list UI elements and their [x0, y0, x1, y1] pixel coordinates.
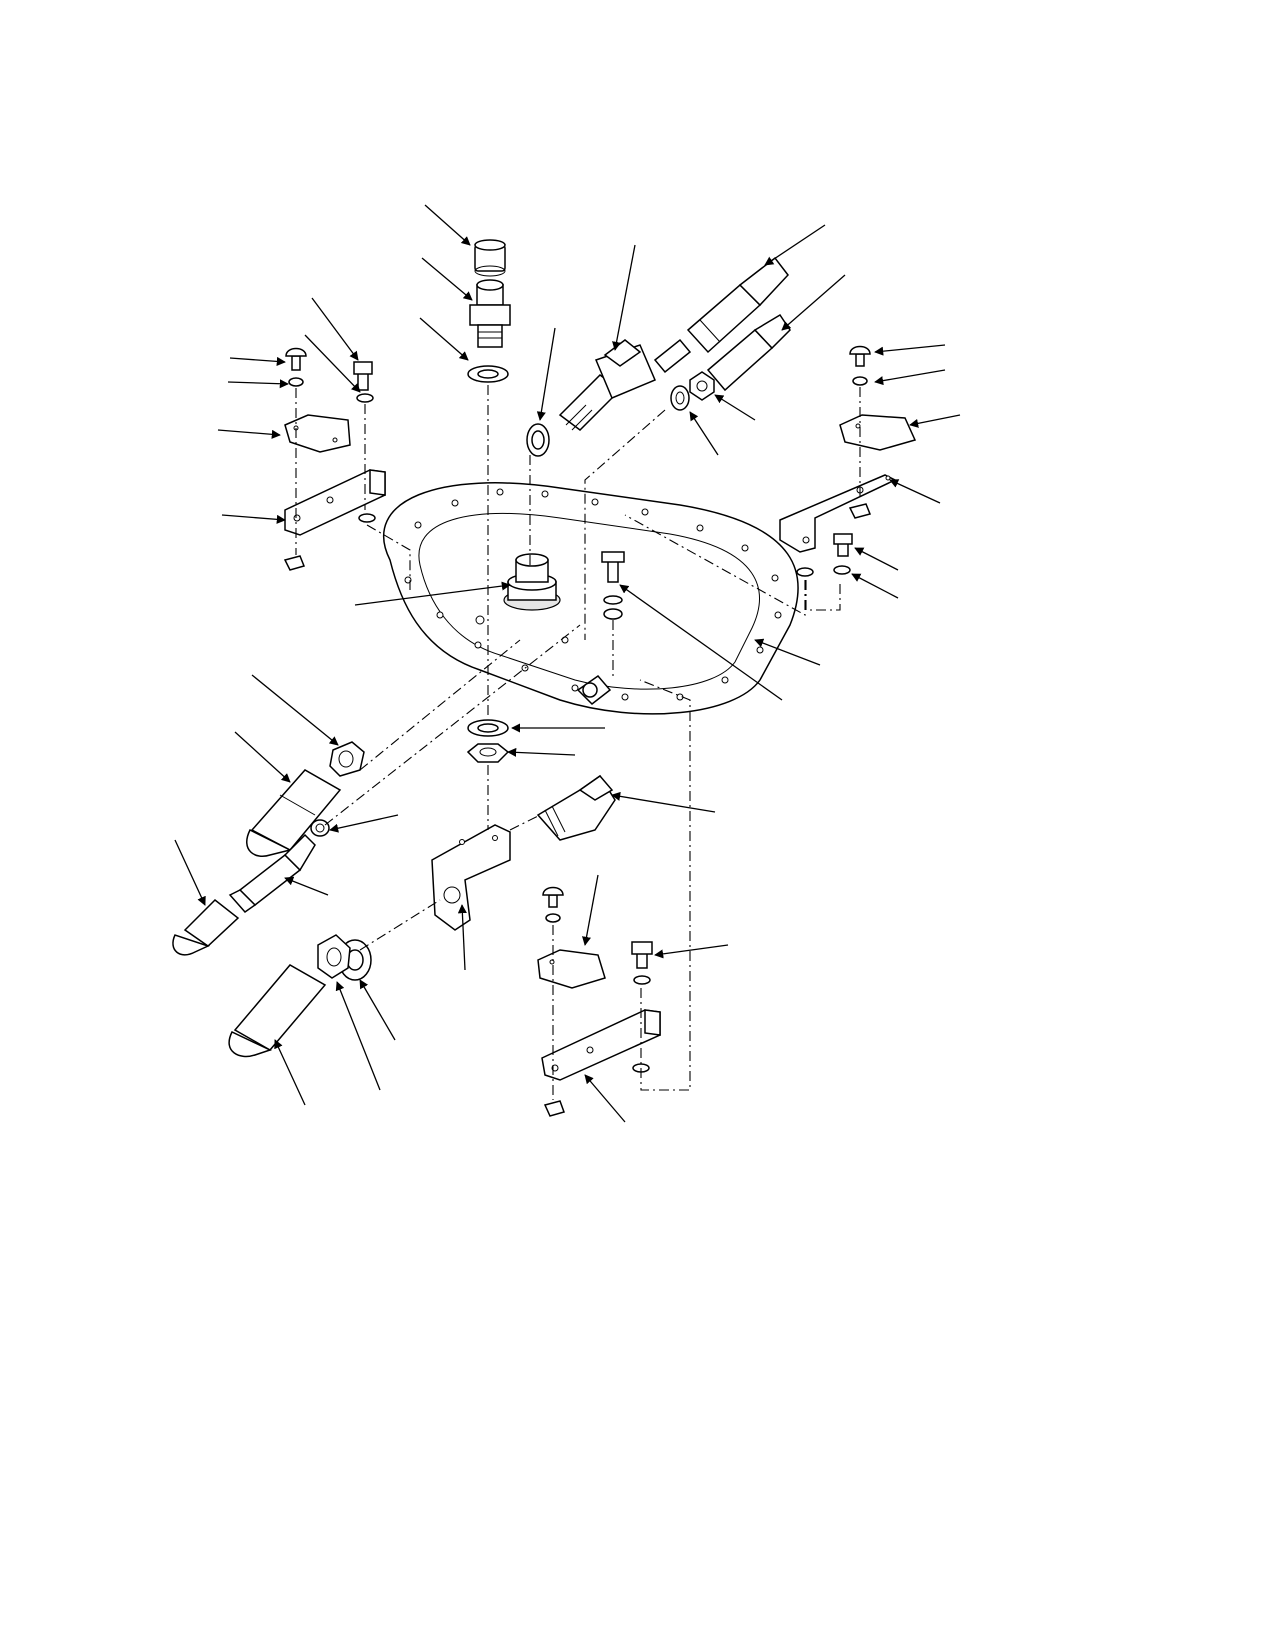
upper-right-bolt [833, 533, 853, 557]
lower-mounting-bracket [431, 824, 511, 931]
upper-right-screw-washer [852, 376, 868, 386]
upper-left-gasket [284, 414, 351, 453]
access-cover-plate [383, 482, 799, 715]
upper-left-screw-washer [288, 377, 304, 387]
upper-left-nutplate [283, 555, 306, 571]
lower-center-washer [467, 719, 509, 737]
lower-bracket [541, 1009, 661, 1081]
elbow-fitting [536, 774, 616, 841]
center-pickup-fitting [503, 553, 561, 611]
left-check-valve [228, 833, 316, 913]
top-right-washer [670, 385, 690, 411]
lower-screw-washer [545, 913, 561, 923]
upper-right-screw [849, 345, 871, 367]
lower-bolt [631, 941, 653, 969]
upper-left-bolt [353, 361, 373, 391]
upper-left-washer-lower [358, 513, 376, 523]
top-right-nut [689, 371, 715, 401]
upper-left-bracket [284, 469, 386, 536]
left-upper-hose-end [246, 769, 342, 857]
upper-right-gasket [839, 414, 917, 451]
top-washer [467, 365, 509, 383]
left-small-washer [310, 819, 330, 837]
plate-bolt-assembly [601, 551, 625, 620]
callout-leader-arrows [174, 204, 961, 1123]
lower-bolt-washer [633, 975, 651, 985]
lower-center-nut [466, 743, 510, 763]
upper-right-nutplate [848, 503, 872, 519]
left-lower-nut [317, 934, 351, 979]
lower-gasket [537, 949, 606, 989]
upper-left-screw [285, 347, 307, 371]
top-cap-fitting [474, 239, 506, 277]
upper-left-bolt-washer [356, 393, 374, 403]
plate-elbow-fitting [576, 674, 612, 705]
upper-right-washers [796, 565, 851, 577]
top-union-fitting [469, 279, 511, 348]
top-hose-end-upper [686, 256, 789, 354]
lower-screw [542, 886, 564, 908]
left-small-hose-end [172, 899, 240, 956]
left-upper-nut [329, 741, 365, 777]
left-lower-hose-end [228, 964, 327, 1058]
assembly-centerlines [295, 385, 861, 1100]
valve-washer [526, 423, 550, 457]
lower-nutplate [543, 1100, 565, 1117]
shutoff-valve [558, 338, 692, 431]
plate-bolt-holes [404, 488, 782, 701]
